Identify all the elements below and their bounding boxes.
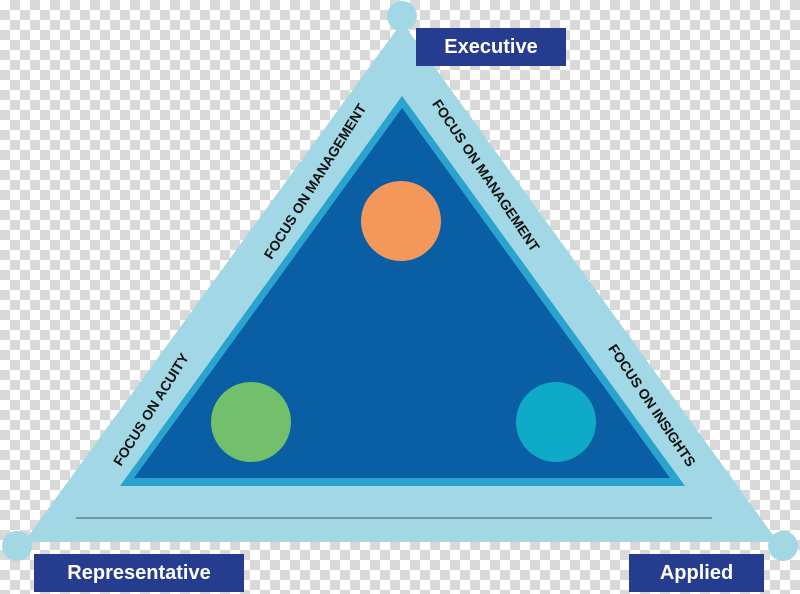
vertex-label-top: Executive: [416, 28, 566, 66]
vertex-label-bottom-left: Representative: [34, 554, 244, 592]
vertex-knob-left: [2, 531, 32, 561]
vertex-knob-right: [768, 531, 798, 561]
circle-left: [211, 382, 291, 462]
circle-top: [361, 181, 441, 261]
vertex-label-bottom-right: Applied: [629, 554, 764, 592]
circle-right: [516, 382, 596, 462]
vertex-knob-top: [387, 1, 417, 31]
inner-triangle: [134, 108, 670, 478]
